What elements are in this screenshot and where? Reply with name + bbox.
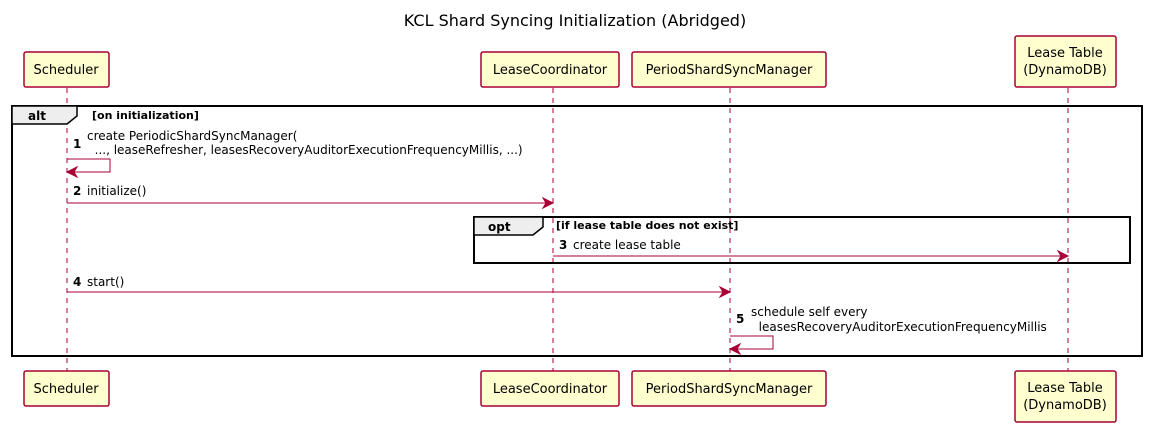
participant-label: Scheduler xyxy=(33,382,99,397)
alt-frame-condition: [on initialization] xyxy=(92,109,199,122)
message-text: ..., leaseRefresher, leasesRecoveryAudit… xyxy=(87,143,523,157)
alt-frame-tag: alt xyxy=(28,109,46,123)
participant-period-shard-sync-manager-top: PeriodShardSyncManager xyxy=(631,51,827,88)
message-text: leasesRecoveryAuditorExecutionFrequencyM… xyxy=(751,320,1047,334)
message-2: 2 initialize() xyxy=(67,184,555,210)
participant-lease-table-top: Lease Table (DynamoDB) xyxy=(1014,35,1117,88)
message-3: 3 create lease table xyxy=(553,238,1070,263)
message-number: 1 xyxy=(73,137,81,151)
participant-label: (DynamoDB) xyxy=(1023,63,1107,78)
participant-scheduler-top: Scheduler xyxy=(23,51,110,88)
message-number: 5 xyxy=(736,312,744,326)
participant-label: PeriodShardSyncManager xyxy=(646,63,813,78)
message-5: 5 schedule self every leasesRecoveryAudi… xyxy=(728,305,1047,356)
diagram-title: KCL Shard Syncing Initialization (Abridg… xyxy=(404,11,746,30)
participant-label: LeaseCoordinator xyxy=(493,63,608,78)
opt-frame-condition: [if lease table does not exist] xyxy=(556,219,738,232)
message-text: initialize() xyxy=(87,184,146,198)
participant-lease-coordinator-bottom: LeaseCoordinator xyxy=(480,370,620,407)
message-1: 1 create PeriodicShardSyncManager( ..., … xyxy=(65,129,523,179)
message-number: 2 xyxy=(73,184,81,198)
message-text: start() xyxy=(87,275,124,289)
message-text: create lease table xyxy=(573,238,681,252)
participant-label: LeaseCoordinator xyxy=(493,382,608,397)
participant-scheduler-bottom: Scheduler xyxy=(23,370,110,407)
message-text: create PeriodicShardSyncManager( xyxy=(87,129,297,143)
participant-label: Lease Table xyxy=(1027,46,1103,61)
opt-frame: opt [if lease table does not exist] xyxy=(473,216,1131,264)
participant-lease-coordinator-top: LeaseCoordinator xyxy=(480,51,620,88)
participant-label: Scheduler xyxy=(33,63,99,78)
participant-period-shard-sync-manager-bottom: PeriodShardSyncManager xyxy=(631,370,827,407)
message-number: 3 xyxy=(559,238,567,252)
message-number: 4 xyxy=(73,275,81,289)
participant-lease-table-bottom: Lease Table (DynamoDB) xyxy=(1014,370,1117,423)
message-4: 4 start() xyxy=(67,275,732,299)
participant-label: Lease Table xyxy=(1027,381,1103,396)
opt-frame-tag: opt xyxy=(488,220,511,234)
participant-label: PeriodShardSyncManager xyxy=(646,382,813,397)
alt-frame: alt [on initialization] xyxy=(11,105,1143,357)
participant-label: (DynamoDB) xyxy=(1023,398,1107,413)
message-text: schedule self every xyxy=(751,305,868,319)
